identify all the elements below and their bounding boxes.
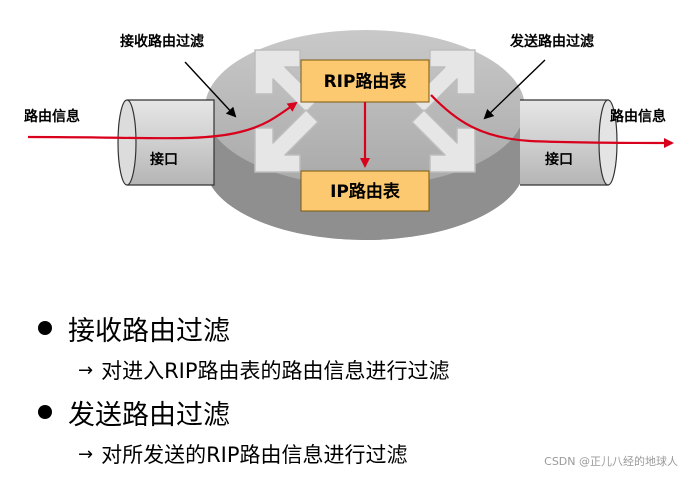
bullet-title: 发送路由过滤 [68,399,230,431]
outgoing-route-flow-arrow [430,94,674,148]
bullet-detail-text: 对进入RIP路由表的路由信息进行过滤 [101,359,450,383]
bullet-detail-receive: → 对进入RIP路由表的路由信息进行过滤 [30,350,670,390]
arrow-right-icon: → [78,443,94,465]
bullet-title: 接收路由过滤 [68,315,230,347]
send-filter-label: 发送路由过滤 [509,33,594,50]
receive-filter-pointer-arrow [184,61,237,118]
send-filter-pointer-arrow [483,59,546,120]
rip-route-filter-diagram: 接口 接口 RIP路由表 IP路由表 接收路由过滤 发送路由过滤 路由信息 路由… [24,30,674,240]
rip-route-table: RIP路由表 [300,59,430,103]
interface-right-label: 接口 [545,151,573,168]
bullet-detail-text: 对所发送的RIP路由信息进行过滤 [101,443,408,467]
bullet-detail-send: → 对所发送的RIP路由信息进行过滤 [30,434,670,474]
interface-left: 接口 [117,99,215,186]
route-info-out-label: 路由信息 [610,108,666,125]
rip-route-table-label: RIP路由表 [324,71,408,92]
ip-route-table: IP路由表 [300,170,430,212]
watermark: CSDN @正儿八经的地球人 [544,455,678,468]
bullet-list: 接收路由过滤 → 对进入RIP路由表的路由信息进行过滤 发送路由过滤 → 对所发… [30,306,670,474]
bullet-dot-icon [38,321,52,335]
incoming-route-flow-arrow [27,101,298,140]
arrow-right-icon: → [78,359,94,381]
bullet-send-filter: 发送路由过滤 [30,390,670,434]
interface-left-label: 接口 [150,151,178,168]
bullet-receive-filter: 接收路由过滤 [30,306,670,350]
route-info-in-label: 路由信息 [24,108,80,125]
ip-route-table-label: IP路由表 [330,181,401,202]
receive-filter-label: 接收路由过滤 [120,33,204,50]
bullet-dot-icon [38,405,52,419]
